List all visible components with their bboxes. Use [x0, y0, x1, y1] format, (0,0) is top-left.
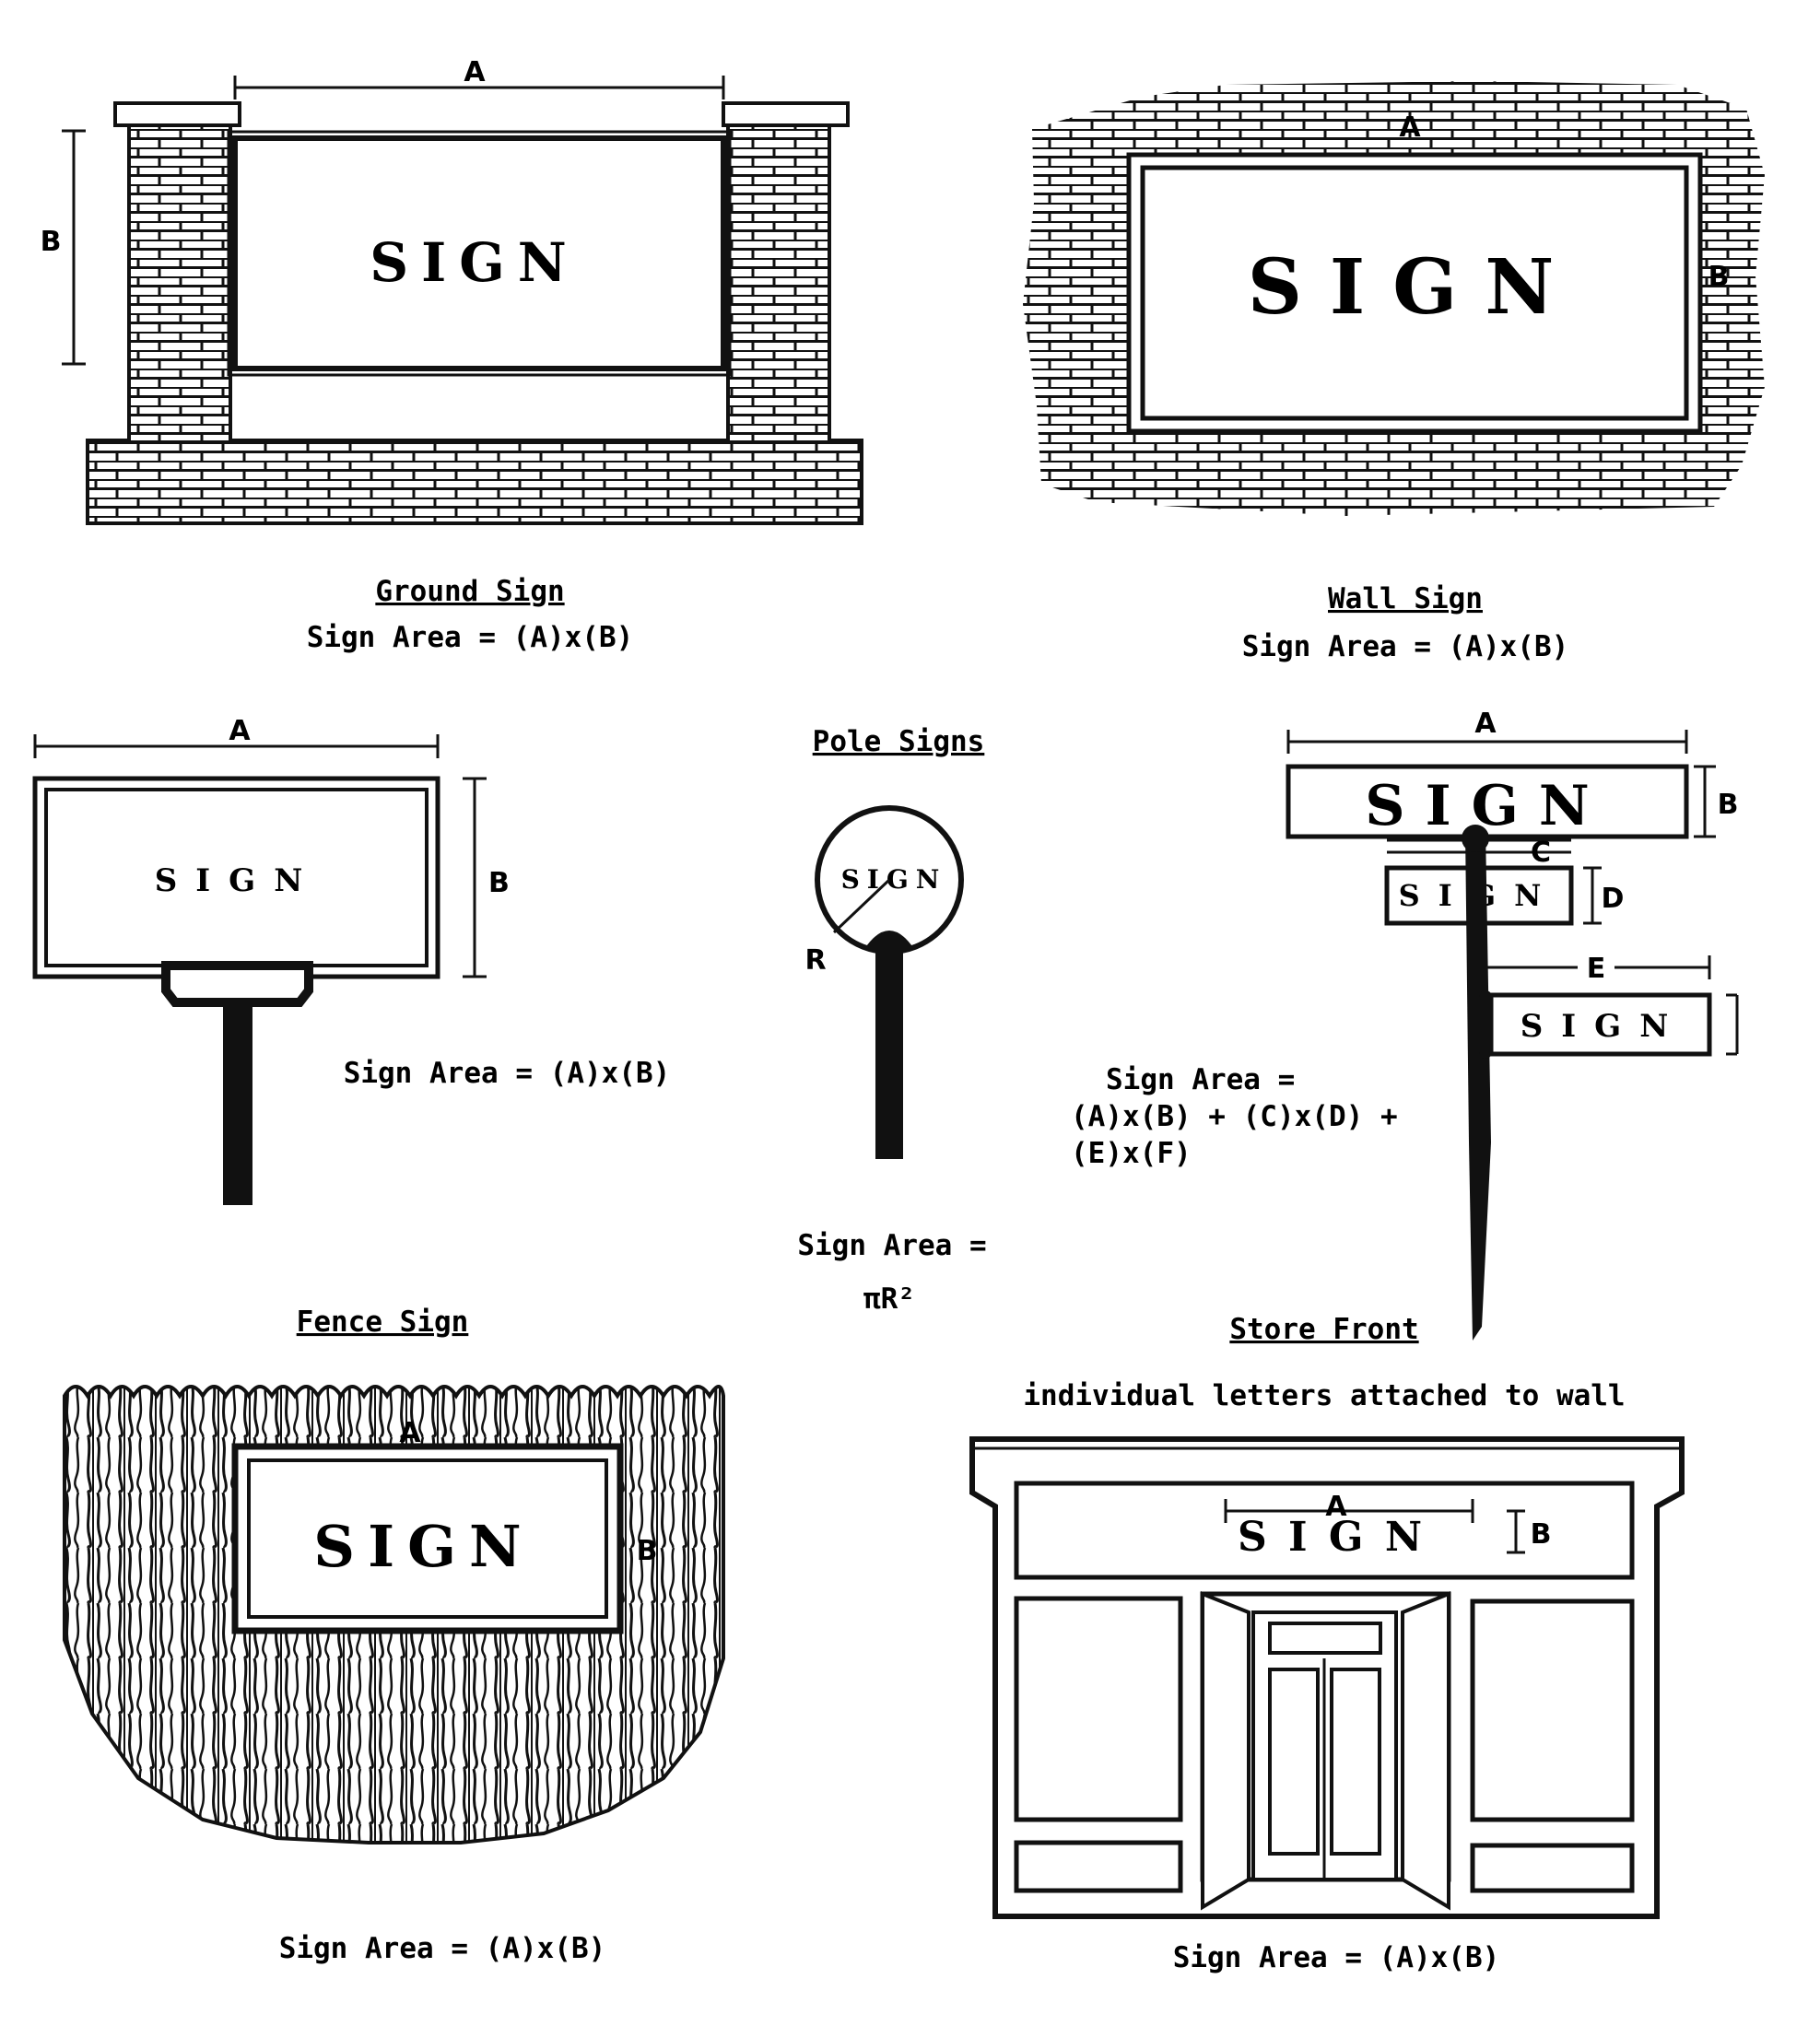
- pole-sign-rect-bracket: [161, 961, 313, 1007]
- multi-pole-dim-a: A: [1474, 708, 1497, 740]
- pole-signs-post: [875, 947, 903, 1159]
- store-front-sign-band: [1014, 1481, 1635, 1580]
- ground-sign-left-pillar: [127, 118, 232, 444]
- fence-sign-dim-b: B: [637, 1535, 658, 1567]
- multi-pole-formula-line1: Sign Area =: [1106, 1063, 1295, 1096]
- multi-pole-dim-e: E: [1587, 953, 1606, 985]
- multi-pole-dim-d: D: [1602, 883, 1625, 915]
- wall-sign-figure: SIGN A B Wall Sign Sign Area = (A)x(B): [1023, 81, 1765, 663]
- multi-pole-sign-3: [1488, 992, 1712, 1057]
- wall-sign-text: SIGN: [1248, 243, 1582, 332]
- pole-signs-dim-r: R: [804, 944, 826, 977]
- pole-signs-radius-line: [832, 878, 891, 934]
- pole-sign-rect-text: SIGN: [155, 862, 322, 899]
- ground-sign-figure: SIGN A B Ground Sign Sign Area = (A)x(B): [41, 56, 863, 654]
- multi-pole-sign-3-text: SIGN: [1521, 1008, 1687, 1045]
- ground-sign-base: [86, 439, 863, 525]
- ground-sign-left-cap: [113, 101, 241, 127]
- pole-sign-rect-dim-a: A: [229, 715, 251, 747]
- pole-signs-title: Pole Signs: [813, 725, 985, 758]
- fence-sign-text: SIGN: [313, 1513, 534, 1580]
- store-front-dim-a: A: [1325, 1491, 1347, 1523]
- ground-sign-text: SIGN: [370, 231, 580, 294]
- multi-pole-dim-c: C: [1531, 837, 1551, 869]
- multi-pole-formula-line2: (A)x(B) + (C)x(D) +: [1071, 1100, 1398, 1133]
- pole-signs-round-figure: Pole Signs SIGN R Sign Area = πR²: [797, 725, 986, 1316]
- ground-sign-formula: Sign Area = (A)x(B): [307, 621, 634, 654]
- pole-signs-round-text: SIGN: [841, 864, 947, 895]
- pole-signs-bracket: [864, 931, 914, 949]
- fence-sign-formula: Sign Area = (A)x(B): [279, 1932, 606, 1965]
- ground-sign-right-cap: [722, 101, 850, 127]
- store-front-window-left: [1014, 1596, 1183, 1822]
- ground-sign-dim-a: A: [464, 56, 486, 88]
- store-front-panel-left: [1014, 1840, 1183, 1893]
- pole-sign-rect-formula: Sign Area = (A)x(B): [344, 1057, 671, 1090]
- store-front-door-right-leaf: [1401, 1591, 1450, 1911]
- pole-signs-formula-line2: πR²: [863, 1282, 915, 1316]
- fence-sign-dim-a: A: [399, 1417, 421, 1449]
- multi-pole-sign-figure: A SIGN B C SIGN D E SIGN Sign Area = (A)…: [1071, 708, 1739, 1341]
- store-front-transom: [1268, 1622, 1382, 1655]
- store-front-dim-b: B: [1531, 1518, 1552, 1551]
- fence-sign-title: Fence Sign: [297, 1306, 469, 1339]
- pole-sign-rect-post: [223, 1002, 252, 1205]
- multi-pole-sign-1-text: SIGN: [1365, 774, 1609, 838]
- ground-sign-dim-b: B: [41, 226, 62, 258]
- store-front-subtitle: individual letters attached to wall: [1023, 1379, 1625, 1412]
- store-front-window-right: [1470, 1599, 1635, 1822]
- wall-sign-panel: [1140, 165, 1689, 421]
- store-front-figure: Store Front individual letters attached …: [969, 1313, 1685, 1974]
- pole-sign-rect-dim-b: B: [488, 867, 510, 899]
- fence-sign-figure: Fence Sign SIGN A B Sign Area = (A)x(B): [63, 1306, 725, 1965]
- ground-sign-title: Ground Sign: [375, 575, 564, 608]
- fence-sign-panel: [247, 1458, 608, 1619]
- store-front-door-left-leaf: [1201, 1591, 1251, 1911]
- ground-sign-panel: [232, 135, 726, 371]
- wall-sign-dim-b: B: [1708, 261, 1730, 293]
- ground-sign-right-pillar: [726, 118, 831, 444]
- store-front-formula: Sign Area = (A)x(B): [1173, 1941, 1500, 1974]
- store-front-sign-text: S I G N: [1238, 1514, 1426, 1561]
- wall-sign-dim-a: A: [1399, 111, 1421, 144]
- store-front-title: Store Front: [1229, 1313, 1418, 1346]
- multi-pole-formula-line3: (E)x(F): [1071, 1137, 1192, 1170]
- store-front-door-glass-right: [1330, 1668, 1381, 1856]
- multi-pole-post: [1465, 829, 1491, 1341]
- multi-pole-dim-b: B: [1718, 789, 1739, 821]
- wall-sign-title: Wall Sign: [1328, 582, 1483, 615]
- store-front-door-glass-left: [1268, 1668, 1320, 1856]
- store-front-panel-right: [1470, 1843, 1635, 1893]
- ground-sign-panel-frame: [227, 130, 732, 377]
- pole-signs-formula-line1: Sign Area =: [797, 1229, 986, 1262]
- pole-sign-rect-figure: SIGN A B Sign Area = (A)x(B): [32, 715, 671, 1205]
- wall-sign-formula: Sign Area = (A)x(B): [1242, 630, 1569, 663]
